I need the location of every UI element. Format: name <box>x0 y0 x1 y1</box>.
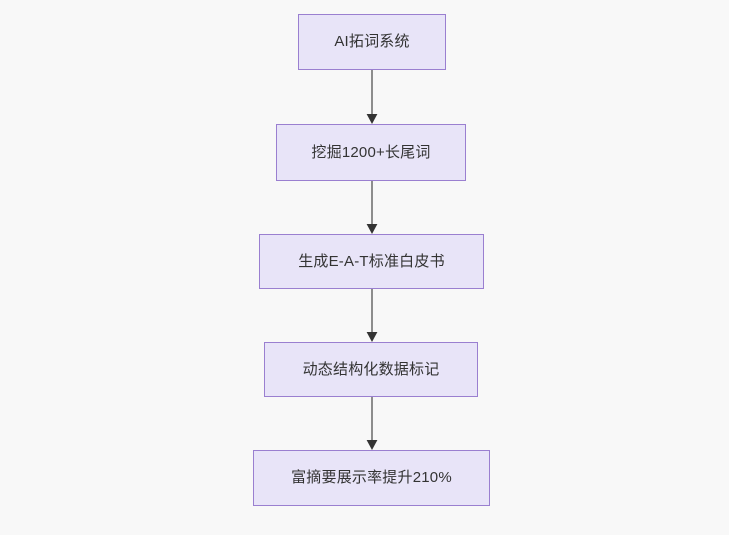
flow-node-label: 生成E-A-T标准白皮书 <box>298 252 445 270</box>
arrowhead-icon <box>366 440 378 450</box>
flow-node-label: 动态结构化数据标记 <box>302 360 440 378</box>
flow-node-rich-snippet-impression-lift[interactable]: 富摘要展示率提升210% <box>253 450 490 506</box>
flow-node-ai-keyword-system[interactable]: AI拓词系统 <box>298 14 446 70</box>
flow-node-label: AI拓词系统 <box>334 33 410 50</box>
flow-node-generate-eat-whitepaper[interactable]: 生成E-A-T标准白皮书 <box>259 234 484 289</box>
arrowhead-icon <box>366 332 378 342</box>
flow-node-label: 富摘要展示率提升210% <box>291 469 452 486</box>
arrowhead-icon <box>366 224 378 234</box>
arrowhead-icon <box>366 114 378 124</box>
edge-node4-to-node5 <box>366 397 378 450</box>
flow-node-label: 挖掘1200+长尾词 <box>311 143 431 161</box>
edge-node1-to-node2 <box>366 70 378 124</box>
flow-node-mine-longtail-keywords[interactable]: 挖掘1200+长尾词 <box>276 124 466 181</box>
edge-node3-to-node4 <box>366 289 378 342</box>
flow-node-dynamic-structured-data-markup[interactable]: 动态结构化数据标记 <box>264 342 478 397</box>
edge-node2-to-node3 <box>366 181 378 234</box>
